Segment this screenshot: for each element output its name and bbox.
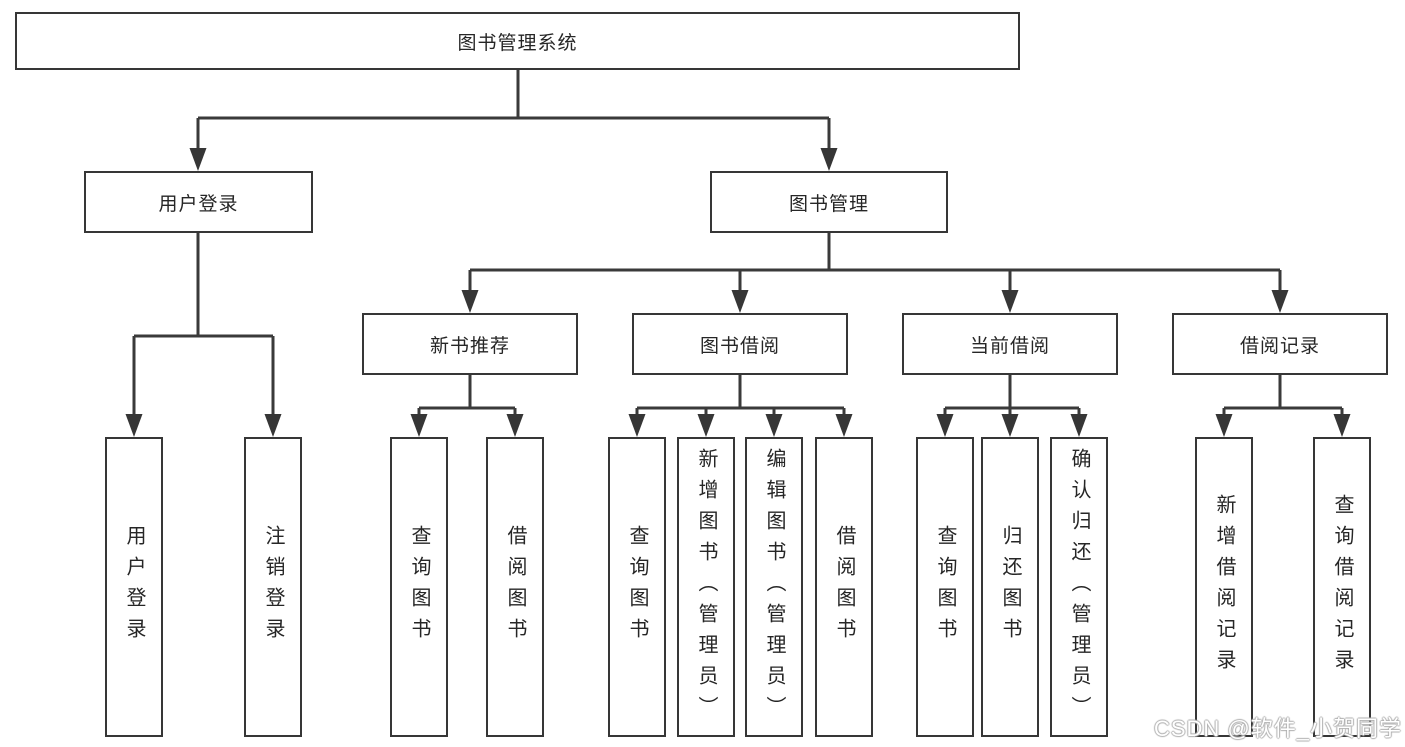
- arrowhead: [697, 414, 715, 437]
- node-borrow-records-label: 借阅记录: [1239, 335, 1320, 357]
- node-leaf-user-login-label: 用户登录: [123, 525, 145, 649]
- node-leaf-return-books: 归还图书: [981, 437, 1039, 737]
- node-leaf-borrow-books-label: 借阅图书: [833, 525, 855, 649]
- node-leaf-borrow-query-books: 查询图书: [608, 437, 666, 737]
- arrowhead: [461, 290, 479, 313]
- node-root: 图书管理系统: [15, 12, 1020, 70]
- node-leaf-confirm-return-admin: 确认归还（管理员）: [1050, 437, 1108, 737]
- node-new-book-recommend-label: 新书推荐: [429, 335, 510, 357]
- node-book-borrow: 图书借阅: [632, 313, 848, 375]
- arrowhead: [189, 148, 207, 171]
- node-leaf-logout-label: 注销登录: [262, 525, 284, 649]
- arrowhead: [731, 290, 749, 313]
- arrowhead: [628, 414, 646, 437]
- node-leaf-recommend-borrow-books-label: 借阅图书: [504, 525, 526, 649]
- node-book-management: 图书管理: [710, 171, 948, 233]
- node-leaf-recommend-query-books: 查询图书: [390, 437, 448, 737]
- connector-login-to-leaves: [132, 233, 275, 416]
- node-leaf-current-query-books-label: 查询图书: [934, 525, 956, 649]
- arrowhead: [1001, 290, 1019, 313]
- node-leaf-query-borrow-record: 查询借阅记录: [1313, 437, 1371, 737]
- arrowhead: [1333, 414, 1351, 437]
- connector-root-to-level2: [196, 70, 831, 150]
- node-user-login: 用户登录: [84, 171, 313, 233]
- arrowhead: [1001, 414, 1019, 437]
- node-leaf-user-login: 用户登录: [105, 437, 163, 737]
- connector-recommend-to-leaves: [417, 375, 517, 416]
- arrowhead: [765, 414, 783, 437]
- watermark: CSDN @软件_小贺同学: [1153, 716, 1402, 741]
- node-leaf-confirm-return-admin-label: 确认归还（管理员）: [1068, 447, 1090, 727]
- node-leaf-recommend-borrow-books: 借阅图书: [486, 437, 544, 737]
- node-leaf-borrow-query-books-label: 查询图书: [626, 525, 648, 649]
- node-leaf-borrow-books: 借阅图书: [815, 437, 873, 737]
- node-leaf-recommend-query-books-label: 查询图书: [408, 525, 430, 649]
- node-leaf-add-borrow-record-label: 新增借阅记录: [1213, 494, 1235, 680]
- node-book-borrow-label: 图书借阅: [699, 335, 780, 357]
- node-leaf-add-borrow-record: 新增借阅记录: [1195, 437, 1253, 737]
- node-leaf-query-borrow-record-label: 查询借阅记录: [1331, 494, 1353, 680]
- connector-borrow-to-leaves: [635, 375, 846, 416]
- arrowhead: [506, 414, 524, 437]
- arrowhead: [1070, 414, 1088, 437]
- arrowhead: [820, 148, 838, 171]
- arrowhead: [835, 414, 853, 437]
- node-leaf-add-book-admin-label: 新增图书（管理员）: [695, 447, 717, 727]
- arrowhead: [1271, 290, 1289, 313]
- node-leaf-logout: 注销登录: [244, 437, 302, 737]
- node-leaf-current-query-books: 查询图书: [916, 437, 974, 737]
- connector-current-to-leaves: [943, 375, 1081, 416]
- node-leaf-edit-book-admin-label: 编辑图书（管理员）: [763, 447, 785, 727]
- node-current-borrow-label: 当前借阅: [969, 335, 1050, 357]
- node-leaf-edit-book-admin: 编辑图书（管理员）: [745, 437, 803, 737]
- arrowhead: [264, 414, 282, 437]
- node-leaf-add-book-admin: 新增图书（管理员）: [677, 437, 735, 737]
- node-current-borrow: 当前借阅: [902, 313, 1118, 375]
- node-new-book-recommend: 新书推荐: [362, 313, 578, 375]
- arrowhead: [125, 414, 143, 437]
- arrowhead: [410, 414, 428, 437]
- node-user-login-label: 用户登录: [158, 193, 239, 215]
- node-book-management-label: 图书管理: [788, 193, 869, 215]
- arrowhead: [1215, 414, 1233, 437]
- connector-records-to-leaves: [1222, 375, 1344, 416]
- node-root-label: 图书管理系统: [457, 32, 578, 54]
- node-leaf-return-books-label: 归还图书: [999, 525, 1021, 649]
- connector-management-to-level3: [468, 233, 1282, 292]
- node-borrow-records: 借阅记录: [1172, 313, 1388, 375]
- arrowhead: [936, 414, 954, 437]
